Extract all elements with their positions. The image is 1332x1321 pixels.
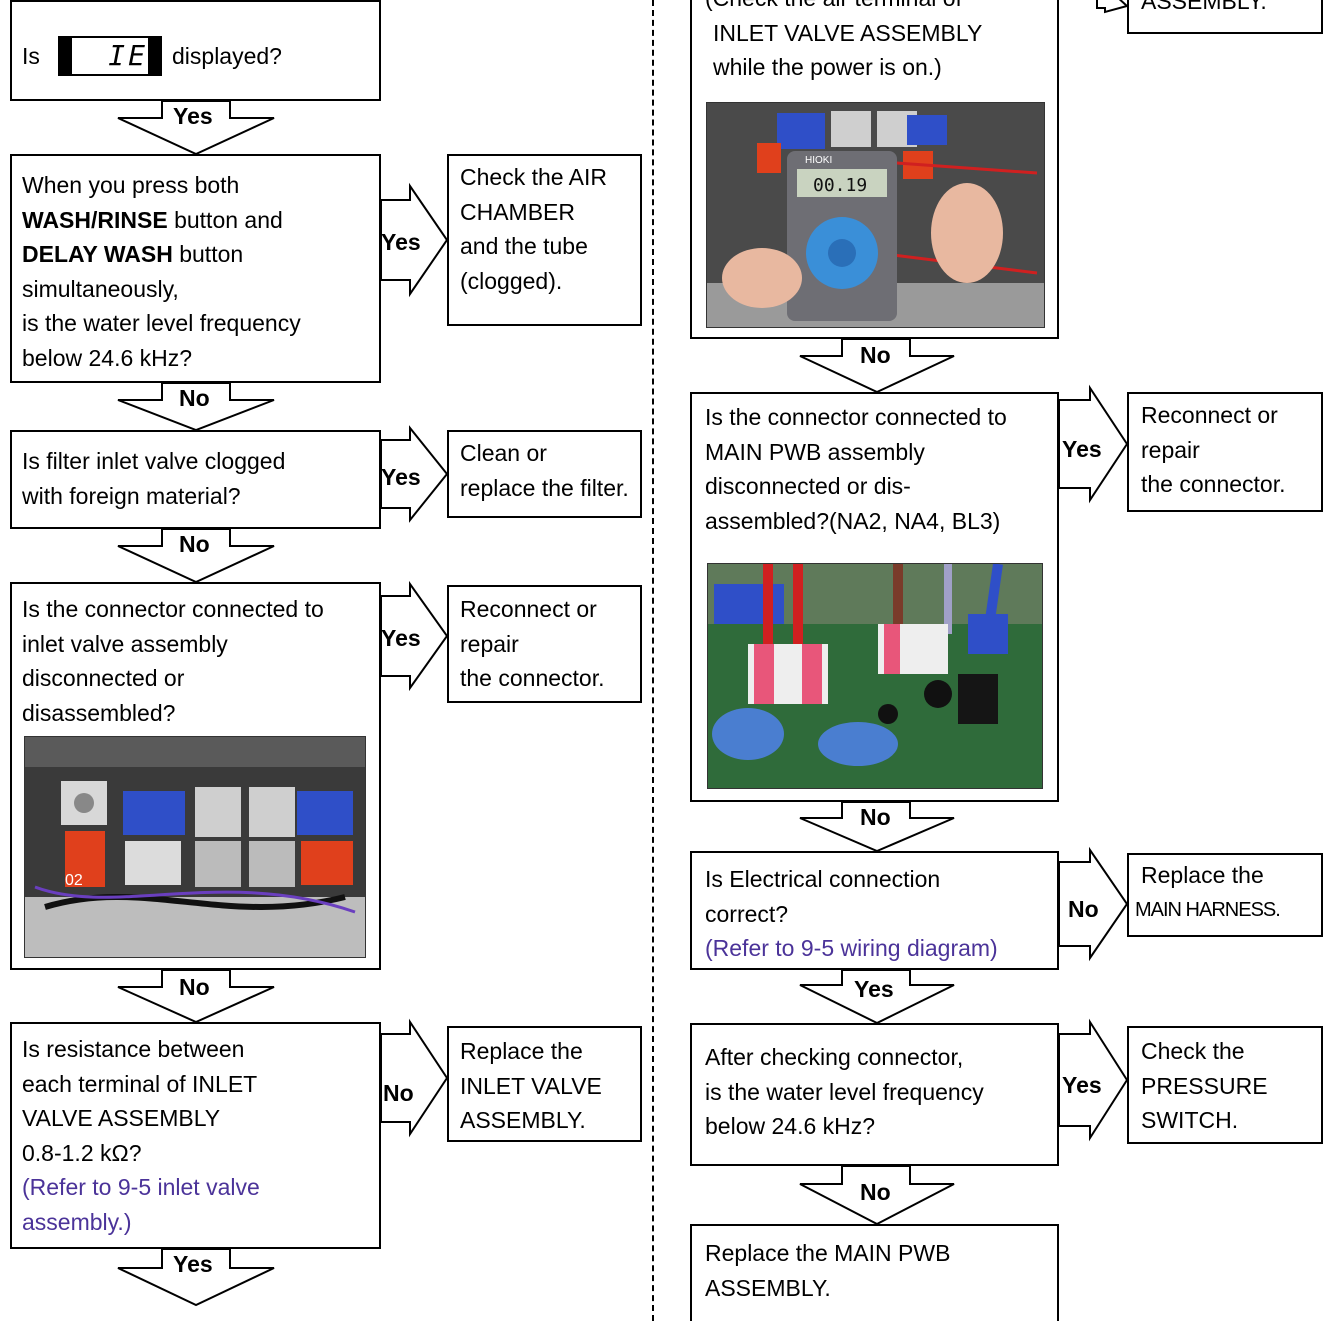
question-prefix: Is — [22, 43, 40, 69]
label-q4-yes: Yes — [381, 625, 421, 651]
action-text-clean-filter: Clean or replace the filter. — [460, 440, 629, 501]
note-text-air-terminal: (Check the air terminal of INLET VALVE A… — [705, 0, 983, 80]
action-box-replace-harness — [1127, 853, 1323, 937]
action-box-reconnect-pwb — [1127, 392, 1323, 512]
down-arrow-right-no-1 — [799, 338, 955, 394]
ie-display-code: IE — [108, 39, 148, 72]
question-text-resistance: Is resistance between each terminal of I… — [22, 1036, 260, 1235]
question-box-resistance — [10, 1022, 381, 1249]
inlet-photo-tag: 02 — [65, 872, 83, 889]
pwb-connector-photo-image — [708, 564, 1042, 788]
down-arrow-no-4 — [117, 969, 275, 1024]
label-no-2: No — [179, 385, 210, 411]
action-text-reconnect-inlet: Reconnect or repair the connector. — [460, 596, 605, 691]
label-right-no-4: No — [860, 1179, 891, 1205]
ie-display-window — [72, 38, 148, 74]
action-text-top-right: ASSEMBLY. — [1141, 0, 1267, 14]
question-text-after-checking: After checking connector, is the water l… — [705, 1044, 984, 1139]
label-no-4: No — [179, 974, 210, 1000]
action-box-replace-inlet-valve — [447, 1026, 642, 1142]
right-arrow-top — [1096, 0, 1130, 14]
down-arrow-yes-1 — [117, 100, 275, 156]
pwb-connector-photo — [707, 563, 1043, 789]
right-arrow-right-q4-yes — [1058, 1018, 1129, 1142]
label-q3-yes: Yes — [381, 464, 421, 490]
inlet-valve-photo-image: 02 — [25, 737, 365, 957]
question-text-water-level: When you press both WASH/RINSE button an… — [22, 172, 301, 371]
inlet-valve-photo: 02 — [24, 736, 366, 958]
meter-reading: 00.19 — [813, 175, 867, 196]
action-text-reconnect-pwb: Reconnect or repair the connector. — [1141, 402, 1286, 497]
multimeter-photo-image: HIOKI 00.19 — [707, 103, 1044, 327]
label-right-q2-yes: Yes — [1062, 436, 1102, 462]
question-text-main-pwb-connector: Is the connector connected to MAIN PWB a… — [705, 404, 1007, 534]
down-arrow-yes-5 — [117, 1248, 275, 1307]
right-arrow-right-q2-yes — [1058, 384, 1129, 504]
meter-brand: HIOKI — [805, 155, 832, 166]
result-text-replace-main-pwb: Replace the MAIN PWB ASSEMBLY. — [705, 1240, 951, 1301]
right-arrow-q3-yes — [380, 425, 449, 523]
down-arrow-right-yes-3 — [799, 969, 955, 1025]
down-arrow-right-no-4 — [799, 1165, 955, 1226]
action-box-top-right — [1127, 0, 1323, 34]
result-box-replace-main-pwb — [690, 1224, 1059, 1321]
down-arrow-no-2 — [117, 382, 275, 432]
action-text-replace-harness: Replace the MAIN HARNESS. — [1135, 862, 1281, 921]
down-arrow-no-3 — [117, 528, 275, 584]
question-suffix: displayed? — [172, 43, 282, 69]
label-no-3: No — [179, 531, 210, 557]
action-text-replace-inlet-valve: Replace the INLET VALVE ASSEMBLY. — [460, 1038, 602, 1133]
action-box-clean-filter — [447, 430, 642, 518]
label-right-yes-3: Yes — [854, 976, 894, 1002]
label-right-q4-yes: Yes — [1062, 1072, 1102, 1098]
action-box-air-chamber — [447, 154, 642, 326]
label-right-q3-no: No — [1068, 896, 1099, 922]
right-arrow-q5-no — [380, 1018, 449, 1138]
label-right-no-1: No — [860, 342, 891, 368]
down-arrow-right-no-2 — [799, 801, 955, 853]
right-arrow-q2-yes — [380, 182, 449, 298]
label-q5-no: No — [383, 1080, 414, 1106]
question-text-inlet-connector: Is the connector connected to inlet valv… — [22, 596, 324, 726]
action-box-reconnect-inlet — [447, 585, 642, 703]
action-box-pressure-switch — [1127, 1026, 1323, 1144]
action-text-pressure-switch: Check the PRESSURE SWITCH. — [1141, 1038, 1268, 1133]
label-yes-5: Yes — [173, 1251, 213, 1277]
label-q2-yes: Yes — [381, 229, 421, 255]
label-yes-1: Yes — [173, 103, 213, 129]
action-text-air-chamber: Check the AIR CHAMBER and the tube (clog… — [460, 164, 608, 294]
label-right-no-2: No — [860, 804, 891, 830]
question-box-electrical-connection — [690, 851, 1059, 970]
question-text-electrical-connection: Is Electrical connection correct? (Refer… — [705, 866, 998, 961]
column-divider — [652, 0, 654, 1321]
right-arrow-right-q3-no — [1058, 846, 1129, 962]
multimeter-photo: HIOKI 00.19 — [706, 102, 1045, 328]
question-text-filter: Is filter inlet valve clogged with forei… — [22, 448, 286, 509]
question-box-filter-clogged — [10, 430, 381, 529]
right-arrow-q4-yes — [380, 580, 449, 692]
